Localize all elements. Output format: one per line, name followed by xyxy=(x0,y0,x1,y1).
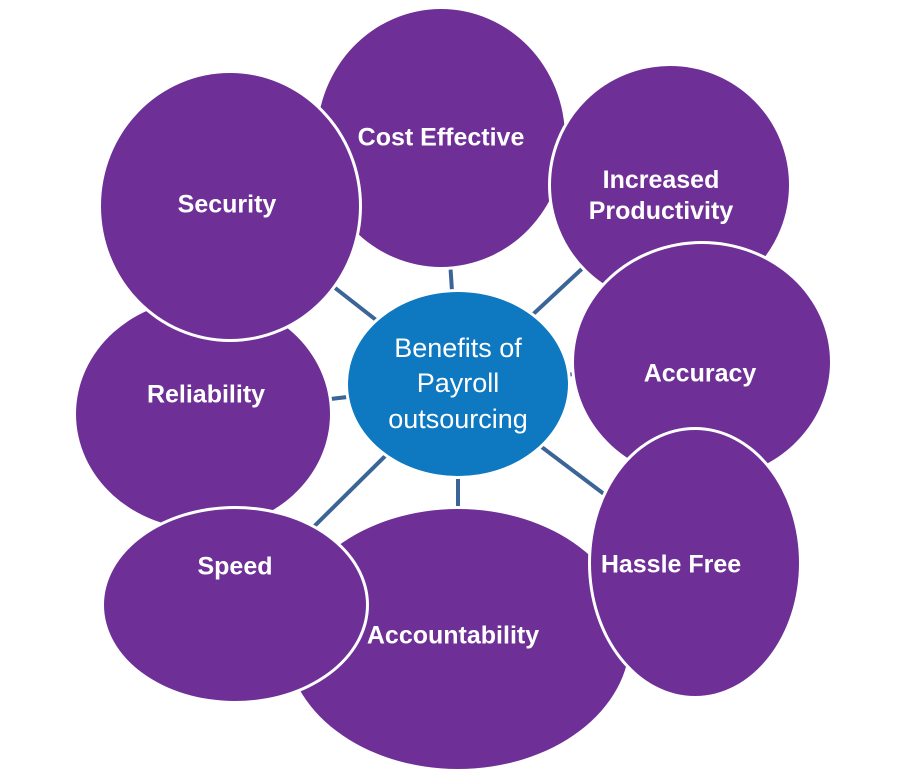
bubble-label: Hassle Free xyxy=(600,550,742,579)
bubble-label: Cost Effective xyxy=(357,123,525,152)
center-node: Benefits of Payroll outsourcing xyxy=(345,289,571,479)
bubble-label: Accuracy xyxy=(643,359,757,388)
center-node-label: Benefits of Payroll outsourcing xyxy=(388,333,528,434)
bubble-label: Accountability xyxy=(366,621,540,650)
bubble-hassle-free: Hassle Free xyxy=(588,427,802,699)
bubble-security: Security xyxy=(98,70,362,342)
bubble-label: Speed xyxy=(197,552,273,581)
bubble-label: Reliability xyxy=(146,380,266,409)
bubble-speed: Speed xyxy=(101,506,369,704)
bubble-label: Security xyxy=(177,190,277,219)
bubble-label: Increased Productivity xyxy=(588,165,734,225)
